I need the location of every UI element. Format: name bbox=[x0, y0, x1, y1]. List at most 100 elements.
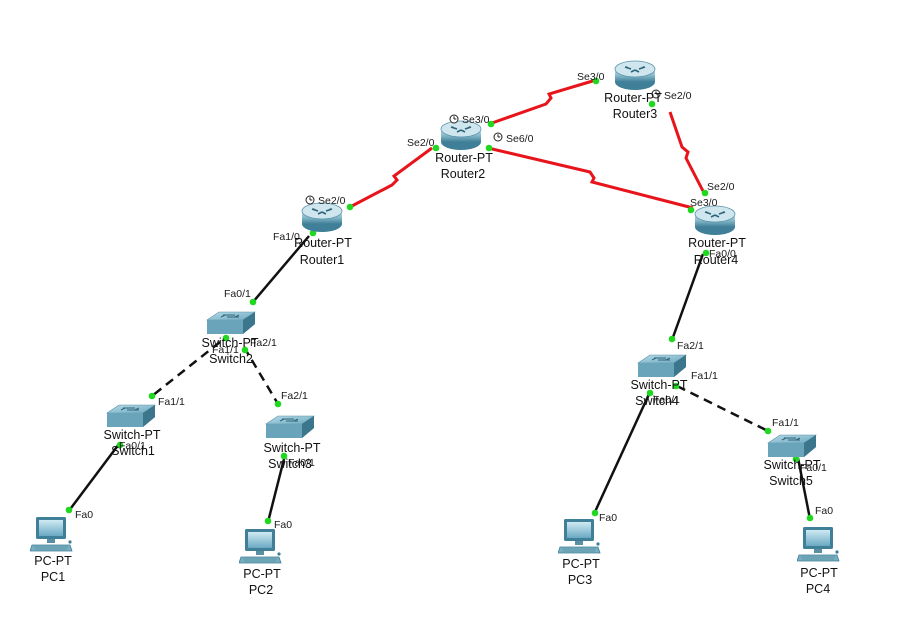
device-name-label: Switch4 bbox=[635, 394, 679, 408]
port-label: Fa0/1 bbox=[288, 457, 315, 469]
port-dot bbox=[264, 517, 272, 525]
pc-icon bbox=[30, 516, 73, 552]
device-model-label: Switch-PT bbox=[764, 458, 821, 472]
port-label: Fa1/1 bbox=[772, 417, 799, 429]
port-label: Fa0/1 bbox=[119, 440, 146, 452]
pc-icon bbox=[558, 518, 601, 554]
device-model-label: Router-PT bbox=[688, 236, 746, 250]
port-label: Fa0/1 bbox=[224, 288, 251, 300]
port-dot bbox=[346, 203, 354, 211]
router3[interactable] bbox=[614, 60, 656, 91]
device-model-label: PC-PT bbox=[800, 566, 838, 580]
switch4[interactable] bbox=[637, 354, 687, 378]
port-dot bbox=[116, 441, 124, 449]
serial-link-router2-router3[interactable] bbox=[491, 78, 597, 125]
ethernet-link-switch5-pc4[interactable] bbox=[796, 457, 812, 520]
ethernet-link-switch1-pc1[interactable] bbox=[67, 443, 120, 513]
pc3[interactable] bbox=[558, 518, 601, 554]
port-label: Se3/0 bbox=[462, 114, 490, 126]
ethernet-link-switch2-switch3[interactable] bbox=[242, 346, 280, 405]
ethernet-link-switch3-pc2[interactable] bbox=[266, 454, 287, 523]
serial-link-router2-router4[interactable] bbox=[487, 146, 694, 210]
device-name-label: PC1 bbox=[41, 570, 65, 584]
pc4[interactable] bbox=[797, 526, 840, 562]
router-icon bbox=[301, 202, 343, 233]
device-name-label: Switch1 bbox=[111, 444, 155, 458]
port-label: Fa1/1 bbox=[691, 370, 718, 382]
router-icon bbox=[614, 60, 656, 91]
device-model-label: Router-PT bbox=[435, 151, 493, 165]
port-dot bbox=[687, 206, 695, 214]
device-model-label: PC-PT bbox=[243, 567, 281, 581]
port-label: Fa1/1 bbox=[212, 344, 239, 356]
port-label: Fa2/1 bbox=[281, 390, 308, 402]
ethernet-link-router4-switch4[interactable] bbox=[670, 253, 705, 341]
port-dot bbox=[764, 427, 772, 435]
port-dot bbox=[591, 509, 599, 517]
port-dot bbox=[222, 334, 230, 342]
device-labels: Router-PT Router1 Router-PT Router2 Rout… bbox=[34, 91, 838, 597]
port-label: Fa0/1 bbox=[800, 462, 827, 474]
switch-icon bbox=[767, 434, 817, 458]
ethernet-link-switch4-pc3[interactable] bbox=[592, 391, 652, 515]
device-model-label: PC-PT bbox=[562, 557, 600, 571]
port-dot bbox=[672, 382, 680, 390]
device-model-label: Switch-PT bbox=[202, 336, 259, 350]
router-icon bbox=[694, 205, 736, 236]
port-label: Se2/0 bbox=[707, 181, 735, 193]
ethernet-link-router1-switch2[interactable] bbox=[252, 235, 310, 303]
pc-icon bbox=[239, 528, 282, 564]
serial-link-router3-router4[interactable] bbox=[668, 111, 705, 192]
port-label: Se2/0 bbox=[318, 195, 346, 207]
port-label: Se2/0 bbox=[407, 137, 435, 149]
clock-icon bbox=[493, 132, 503, 142]
port-dot bbox=[487, 120, 495, 128]
port-dot bbox=[806, 514, 814, 522]
port-dot bbox=[701, 189, 709, 197]
device-name-label: Switch2 bbox=[209, 352, 253, 366]
port-dot bbox=[592, 77, 600, 85]
port-labels: Se2/0 Fa1/0 Se2/0 Se3/0 Se6/0 Se3/0 Se2/… bbox=[75, 71, 833, 531]
switch3[interactable] bbox=[265, 415, 315, 439]
port-label: Fa0/1 bbox=[653, 394, 680, 406]
device-name-label: Router1 bbox=[300, 253, 345, 267]
clock-icon bbox=[305, 195, 315, 205]
port-dot bbox=[648, 100, 656, 108]
switch2[interactable] bbox=[206, 311, 256, 335]
switch-icon bbox=[106, 404, 156, 428]
port-dot bbox=[148, 392, 156, 400]
ethernet-link-switch2-switch1[interactable] bbox=[151, 341, 221, 397]
port-label: Fa2/1 bbox=[250, 337, 277, 349]
port-dot bbox=[792, 455, 800, 463]
port-label: Fa1/0 bbox=[273, 231, 300, 243]
ethernet-link-switch4-switch5[interactable] bbox=[676, 384, 771, 434]
port-label: Fa2/1 bbox=[677, 340, 704, 352]
pc2[interactable] bbox=[239, 528, 282, 564]
serial-link-router1-router2[interactable] bbox=[349, 146, 433, 209]
switch-icon bbox=[265, 415, 315, 439]
port-status-dots bbox=[65, 77, 814, 525]
clock-icon bbox=[449, 114, 459, 124]
device-model-label: Switch-PT bbox=[264, 441, 321, 455]
port-dot bbox=[280, 452, 288, 460]
switch1[interactable] bbox=[106, 404, 156, 428]
pc1[interactable] bbox=[30, 516, 73, 552]
device-model-label: Router-PT bbox=[294, 236, 352, 250]
switch-icon bbox=[637, 354, 687, 378]
port-label: Se3/0 bbox=[577, 71, 605, 83]
port-dot bbox=[432, 144, 440, 152]
router1[interactable] bbox=[301, 202, 343, 233]
port-label: Fa0/0 bbox=[709, 248, 736, 260]
switch5[interactable] bbox=[767, 434, 817, 458]
port-dot bbox=[274, 400, 282, 408]
device-model-label: PC-PT bbox=[34, 554, 72, 568]
router4[interactable] bbox=[694, 205, 736, 236]
device-name-label: Switch5 bbox=[769, 474, 813, 488]
device-name-label: Router3 bbox=[613, 107, 658, 121]
port-label: Se2/0 bbox=[664, 90, 692, 102]
port-label: Se6/0 bbox=[506, 133, 534, 145]
port-dot bbox=[249, 298, 257, 306]
port-label: Se3/0 bbox=[690, 197, 718, 209]
device-name-label: Router4 bbox=[694, 253, 739, 267]
